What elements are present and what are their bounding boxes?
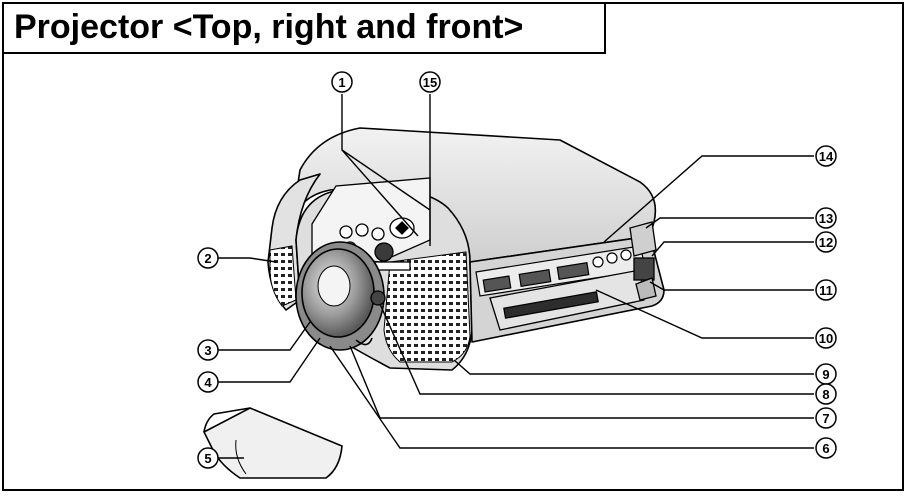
callout-label: 14 <box>819 149 834 164</box>
callout-3: 3 <box>197 339 219 361</box>
callout-8: 8 <box>815 383 837 405</box>
callout-2: 2 <box>197 247 219 269</box>
callout-5: 5 <box>197 447 219 469</box>
callout-7: 7 <box>815 407 837 429</box>
callout-15: 15 <box>419 71 441 93</box>
terminal-panel <box>475 245 647 297</box>
callout-label: 2 <box>204 251 211 266</box>
callout-label: 13 <box>819 211 833 226</box>
callout-label: 7 <box>822 411 829 426</box>
power-section <box>629 221 657 301</box>
callout-1: 1 <box>331 71 353 93</box>
callout-label: 6 <box>822 441 829 456</box>
callout-12: 12 <box>815 231 837 253</box>
callout-label: 5 <box>204 451 211 466</box>
callout-14: 14 <box>815 145 837 167</box>
page-title: Projector <Top, right and front> <box>14 8 524 46</box>
title-bar: Projector <Top, right and front> <box>4 4 606 54</box>
callout-10: 10 <box>815 327 837 349</box>
lens-cap <box>202 407 343 479</box>
leader-lines <box>218 94 814 459</box>
callout-label: 4 <box>204 375 212 390</box>
callout-label: 15 <box>423 75 437 90</box>
diagram-frame: Projector <Top, right and front> <box>2 2 904 491</box>
callout-label: 1 <box>338 75 345 90</box>
callout-label: 12 <box>819 235 833 250</box>
front-remote-sensor <box>370 290 386 306</box>
left-vent <box>269 245 297 307</box>
callout-label: 11 <box>819 283 833 298</box>
front-vent <box>383 251 471 363</box>
callout-label: 10 <box>819 331 833 346</box>
callout-label: 8 <box>822 387 829 402</box>
callout-label: 9 <box>822 367 829 382</box>
callout-9: 9 <box>815 363 837 385</box>
control-panel <box>311 177 431 271</box>
callout-11: 11 <box>815 279 837 301</box>
callout-6: 6 <box>815 437 837 459</box>
callout-4: 4 <box>197 371 219 393</box>
callout-13: 13 <box>815 207 837 229</box>
callout-label: 3 <box>204 343 211 358</box>
filter-cover <box>489 269 645 331</box>
lens-assembly <box>295 241 385 351</box>
